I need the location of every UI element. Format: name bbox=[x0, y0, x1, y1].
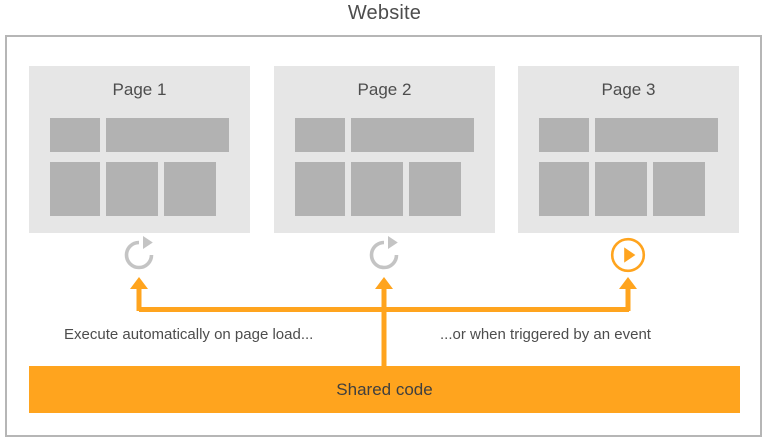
caption-event-trigger: ...or when triggered by an event bbox=[440, 326, 651, 343]
content-block bbox=[106, 162, 158, 216]
caption-page-load: Execute automatically on page load... bbox=[64, 326, 314, 343]
content-block bbox=[351, 118, 474, 152]
content-block bbox=[106, 118, 229, 152]
content-block bbox=[295, 162, 345, 216]
refresh-icon[interactable] bbox=[119, 235, 159, 275]
content-block bbox=[295, 118, 345, 152]
page-content-blocks bbox=[50, 118, 229, 216]
page-content-blocks bbox=[295, 118, 474, 216]
content-block bbox=[595, 162, 647, 216]
content-block bbox=[409, 162, 461, 216]
content-block bbox=[50, 162, 100, 216]
page-card-1[interactable]: Page 1 bbox=[29, 66, 250, 233]
shared-code-label: Shared code bbox=[336, 379, 433, 399]
diagram-title: Website bbox=[347, 2, 422, 24]
content-block bbox=[50, 118, 100, 152]
page-card-title: Page 2 bbox=[357, 80, 412, 99]
content-block bbox=[595, 118, 718, 152]
play-circle-icon[interactable] bbox=[608, 235, 648, 275]
shared-code-bar[interactable]: Shared code bbox=[29, 366, 740, 413]
pages-row: Page 1 Page 2 Page 3 bbox=[29, 66, 740, 233]
page-card-title: Page 3 bbox=[601, 80, 656, 99]
refresh-icon[interactable] bbox=[364, 235, 404, 275]
page-card-3[interactable]: Page 3 bbox=[518, 66, 739, 233]
content-block bbox=[164, 162, 216, 216]
content-block bbox=[539, 162, 589, 216]
content-block bbox=[351, 162, 403, 216]
content-block bbox=[653, 162, 705, 216]
page-content-blocks bbox=[539, 118, 718, 216]
page-card-2[interactable]: Page 2 bbox=[274, 66, 495, 233]
content-block bbox=[539, 118, 589, 152]
page-card-title: Page 1 bbox=[112, 80, 167, 99]
